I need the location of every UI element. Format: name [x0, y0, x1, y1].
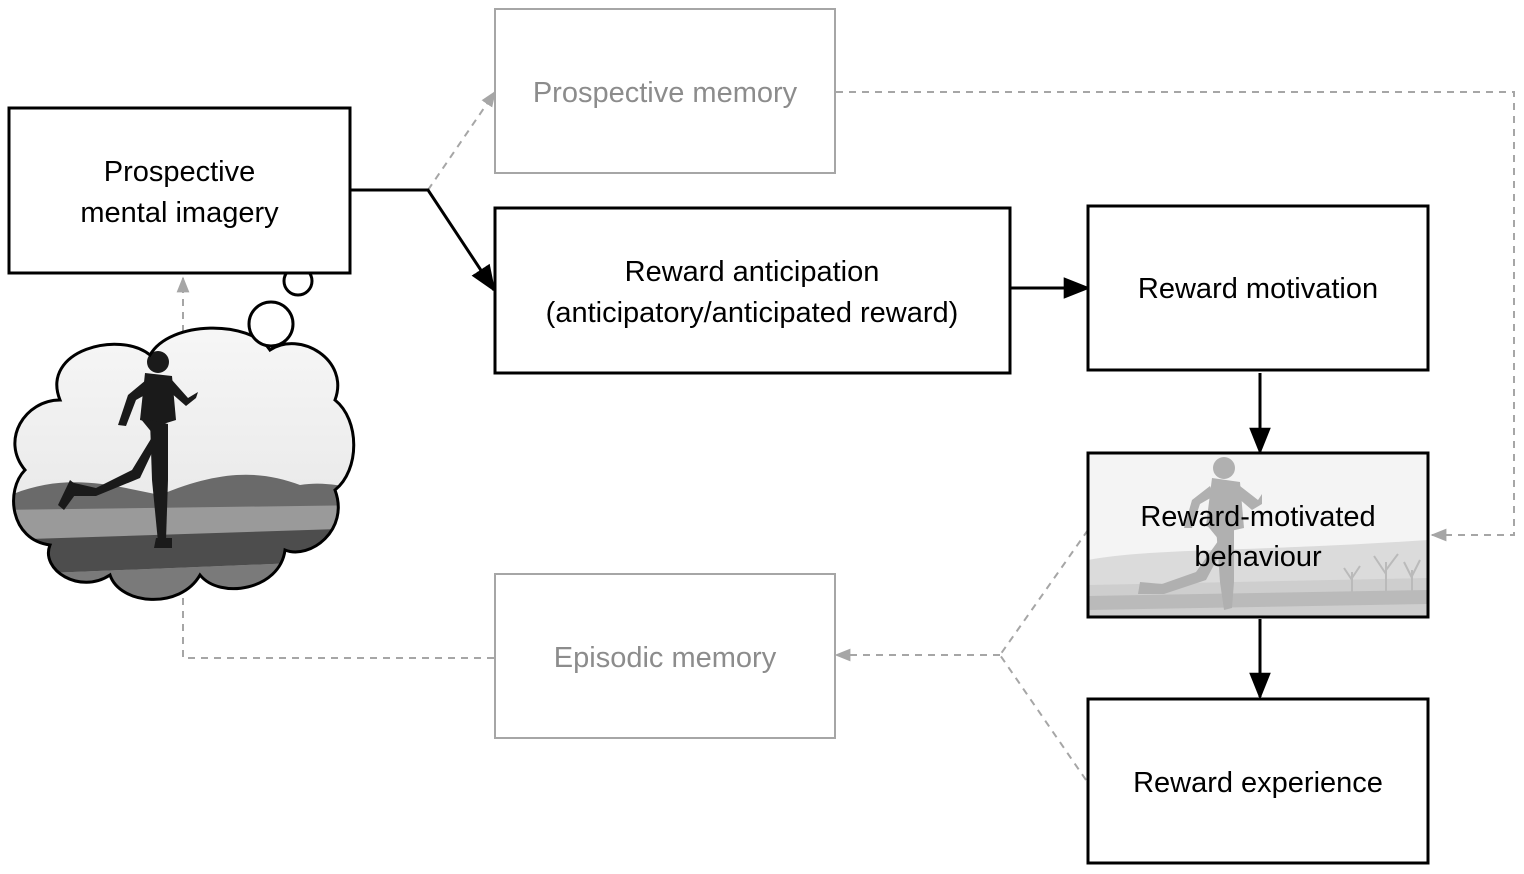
- prospective-memory-label: Prospective memory: [533, 77, 798, 109]
- anticipation-label-line2: (anticipatory/anticipated reward): [546, 297, 959, 329]
- connector-experience-to-split: [999, 654, 1087, 781]
- node-prospective-mental-imagery: Prospective mental imagery: [7, 106, 352, 275]
- behaviour-label-line1: Reward-motivated: [1140, 501, 1375, 533]
- connector-prospective-memory-to-behaviour: [836, 91, 1515, 542]
- dashed-connectors: [176, 90, 1515, 781]
- thought-cloud-image: [13, 328, 354, 600]
- faded-runner-image: [1088, 457, 1428, 617]
- arrow-imagery-to-anticipation: [350, 188, 496, 293]
- node-reward-motivated-behaviour: Reward-motivated behaviour: [1086, 451, 1430, 619]
- runner-icon: [58, 351, 198, 548]
- node-reward-anticipation: Reward anticipation (anticipatory/antici…: [493, 206, 1012, 375]
- node-episodic-memory: Episodic memory: [494, 573, 836, 739]
- connector-imagery-to-prospective-memory: [427, 90, 496, 191]
- experience-label: Reward experience: [1133, 767, 1383, 799]
- thought-bubble-large: [247, 300, 295, 348]
- solid-connectors: [350, 188, 1271, 700]
- node-prospective-memory: Prospective memory: [494, 8, 836, 174]
- thought-bubble: [12, 240, 356, 601]
- imagery-label-line2: mental imagery: [80, 197, 279, 229]
- imagery-label-line1: Prospective: [104, 156, 256, 188]
- anticipation-label-line1: Reward anticipation: [625, 256, 880, 288]
- node-reward-motivation: Reward motivation: [1086, 204, 1430, 372]
- node-reward-experience: Reward experience: [1086, 697, 1430, 865]
- behaviour-label-line2: behaviour: [1194, 541, 1322, 573]
- connector-behaviour-to-split: [999, 529, 1089, 656]
- thought-cloud-outline: [12, 326, 356, 601]
- episodic-memory-label: Episodic memory: [554, 642, 777, 674]
- motivation-label: Reward motivation: [1138, 273, 1378, 305]
